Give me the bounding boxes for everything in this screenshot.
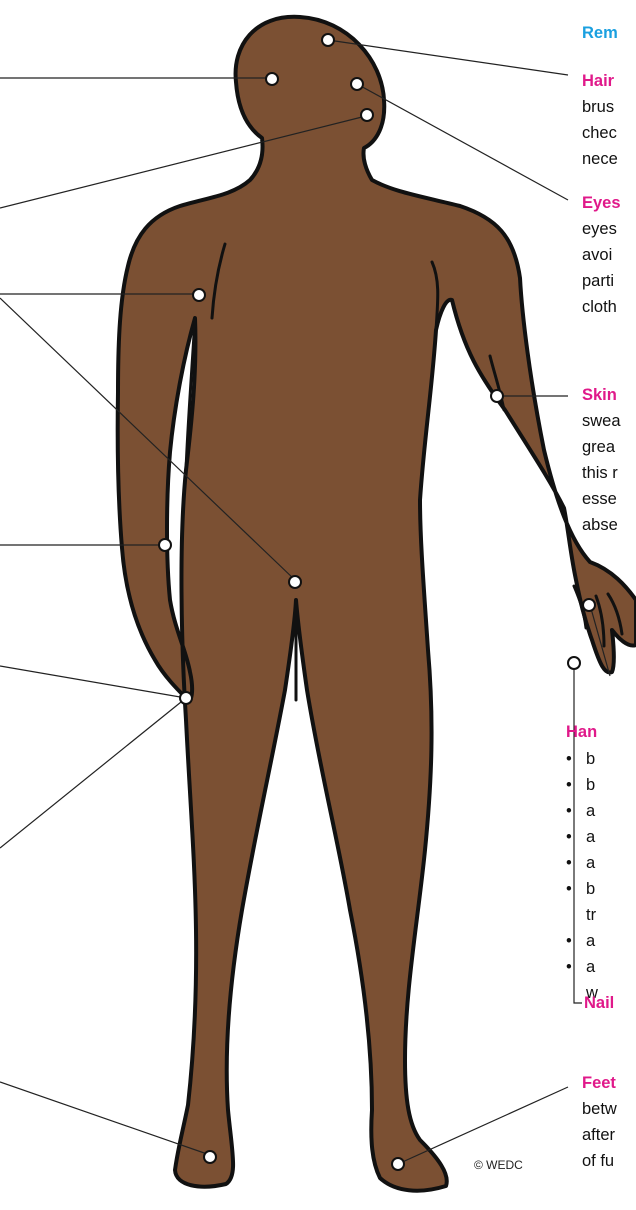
skin-text-line: abse	[582, 512, 618, 538]
marker-right-foot	[392, 1158, 404, 1170]
hands-bullet-item: b	[586, 876, 595, 902]
skin-text-line: esse	[582, 486, 617, 512]
hair-text-line: nece	[582, 146, 618, 172]
marker-head-side	[266, 73, 278, 85]
eyes-text-line: avoi	[582, 242, 612, 268]
marker-armpit	[193, 289, 205, 301]
leader-line	[0, 666, 186, 698]
hands-bullet-item: a	[586, 954, 595, 980]
nails-title: Nail	[584, 990, 614, 1016]
eyes-text-line: parti	[582, 268, 614, 294]
hands-bullet-item: b	[586, 746, 595, 772]
leader-line	[357, 84, 568, 200]
eyes-text-line: cloth	[582, 294, 617, 320]
hair-text-line: chec	[582, 120, 617, 146]
marker-eye	[351, 78, 363, 90]
marker-arm	[491, 390, 503, 402]
marker-nails	[568, 657, 580, 669]
marker-mouth	[361, 109, 373, 121]
hair-text-line: brus	[582, 94, 614, 120]
leader-line	[574, 663, 582, 1003]
marker-hand-back	[159, 539, 171, 551]
leader-line	[0, 698, 186, 848]
hair-title: Hair	[582, 68, 614, 94]
marker-head-top	[322, 34, 334, 46]
leader-line	[0, 1082, 210, 1155]
feet-text-line: of fu	[582, 1148, 614, 1174]
skin-text-line: swea	[582, 408, 621, 434]
feet-title: Feet	[582, 1070, 616, 1096]
marker-left-foot	[204, 1151, 216, 1163]
skin-title: Skin	[582, 382, 617, 408]
hands-bullet-item: a	[586, 798, 595, 824]
feet-text-line: betw	[582, 1096, 617, 1122]
skin-text-line: this r	[582, 460, 618, 486]
marker-fingertips	[180, 692, 192, 704]
reminder-heading: Rem	[582, 20, 618, 46]
hands-bullet-item: a	[586, 850, 595, 876]
hands-title: Han	[566, 719, 597, 745]
skin-text-line: grea	[582, 434, 615, 460]
eyes-text-line: eyes	[582, 216, 617, 242]
hands-bullet-continuation: tr	[586, 902, 596, 928]
marker-palm	[583, 599, 595, 611]
human-figure	[118, 17, 636, 1191]
eyes-title: Eyes	[582, 190, 621, 216]
leader-line	[398, 1087, 568, 1164]
hands-bullet-item: a	[586, 928, 595, 954]
marker-groin	[289, 576, 301, 588]
hands-bullet-item: b	[586, 772, 595, 798]
copyright-notice: © WEDC	[474, 1158, 523, 1172]
hands-bullet-item: a	[586, 824, 595, 850]
feet-text-line: after	[582, 1122, 615, 1148]
body-silhouette	[118, 17, 636, 1191]
